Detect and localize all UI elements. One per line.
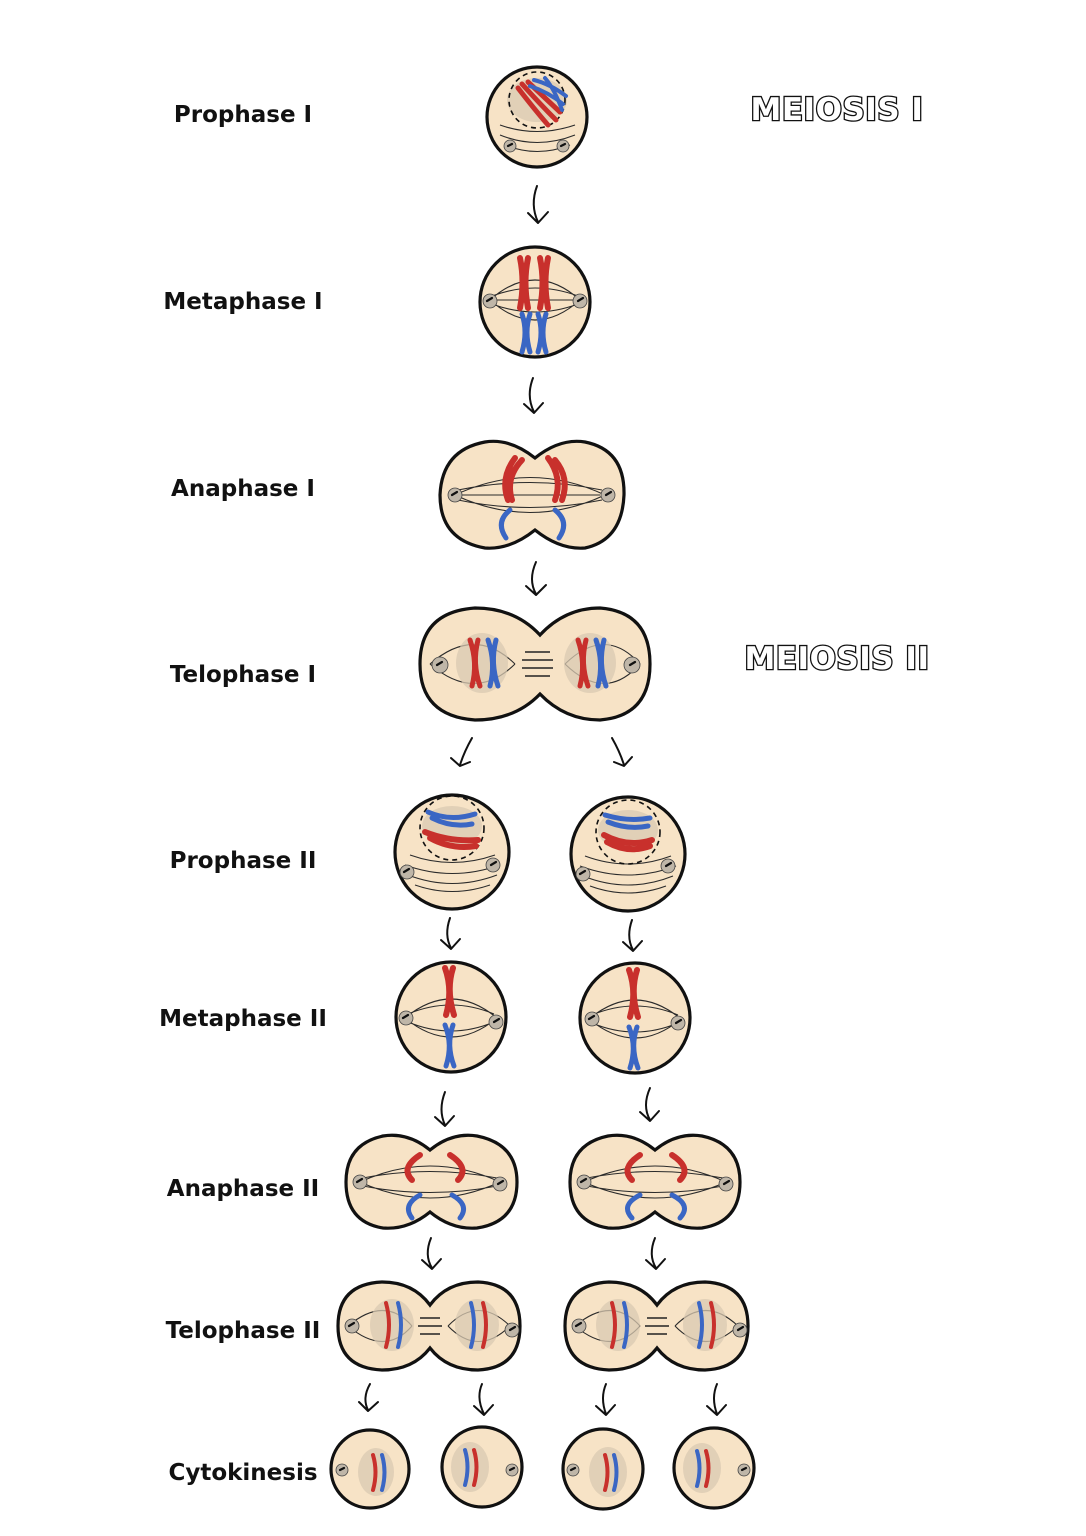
cell-telophase-2-left: [336, 1280, 522, 1372]
heading-meiosis-1: MEIOSIS I: [751, 92, 924, 128]
cell-cytokinesis-2: [440, 1425, 524, 1509]
cell-metaphase-1: [478, 245, 592, 359]
label-anaphase-1: Anaphase I: [171, 476, 315, 502]
arrow-p2-m2-right: [622, 919, 643, 952]
label-telophase-1: Telophase I: [170, 662, 316, 688]
arrow-m1-a1: [523, 377, 544, 414]
cell-cytokinesis-3: [561, 1427, 645, 1511]
label-anaphase-2: Anaphase II: [167, 1176, 319, 1202]
arrow-t1-p2-left: [450, 737, 473, 767]
stage-labels: Prophase I Metaphase I Anaphase I Teloph…: [159, 102, 327, 1486]
flow-arrows: [358, 185, 727, 1416]
arrow-t2-c-3: [595, 1383, 616, 1416]
cell-prophase-2-left: [393, 793, 511, 911]
label-telophase-2: Telophase II: [166, 1318, 321, 1344]
cell-telophase-2-right: [563, 1280, 750, 1372]
label-prophase-2: Prophase II: [170, 848, 317, 874]
arrow-t2-c-2: [473, 1383, 494, 1416]
cell-cytokinesis-1: [329, 1428, 411, 1510]
cell-anaphase-1: [438, 439, 626, 550]
cell-telophase-1: [418, 606, 652, 722]
cell-metaphase-2-left: [394, 960, 508, 1074]
cell-anaphase-2-left: [344, 1133, 519, 1230]
arrow-t2-c-1: [358, 1383, 379, 1412]
cell-anaphase-2-right: [568, 1133, 742, 1230]
arrow-p2-m2-left: [440, 917, 461, 950]
arrow-m2-a2-right: [639, 1087, 660, 1122]
label-metaphase-1: Metaphase I: [163, 289, 322, 315]
heading-meiosis-2: MEIOSIS II: [745, 641, 930, 677]
cell-prophase-1: [485, 65, 589, 169]
cell-cytokinesis-4: [672, 1426, 756, 1510]
arrow-a2-t2-left: [421, 1237, 442, 1270]
arrow-a1-t1: [525, 561, 547, 596]
label-cytokinesis: Cytokinesis: [168, 1460, 317, 1486]
arrow-a2-t2-right: [645, 1237, 666, 1270]
arrow-m2-a2-left: [434, 1091, 455, 1127]
label-metaphase-2: Metaphase II: [159, 1006, 327, 1032]
cell-prophase-2-right: [569, 795, 687, 913]
arrow-t2-c-4: [706, 1383, 727, 1416]
arrow-t1-p2-right: [611, 737, 633, 767]
cell-metaphase-2-right: [578, 961, 692, 1075]
label-prophase-1: Prophase I: [174, 102, 312, 128]
arrow-p1-m1: [527, 185, 549, 224]
